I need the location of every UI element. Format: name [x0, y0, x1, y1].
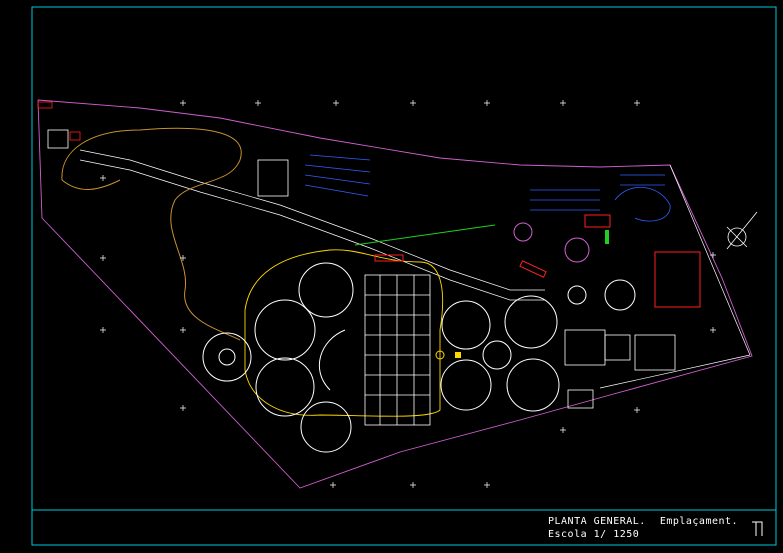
drawing-title: PLANTA GENERAL. Emplaçament.: [548, 516, 738, 527]
clarifier-tanks: [202, 262, 636, 453]
drawing-sheet-icon: [752, 521, 763, 536]
title-text: PLANTA GENERAL.: [548, 516, 646, 527]
service-buildings: [564, 329, 676, 409]
access-road-south: [79, 159, 545, 301]
marker: [519, 260, 547, 278]
pumping-station: [584, 214, 611, 228]
gate-shed: [69, 131, 81, 141]
site-boundary: [37, 99, 753, 489]
drawing-frame: [31, 6, 777, 546]
survey-grid-points: [100, 100, 716, 488]
pretreatment-tank: [513, 222, 533, 242]
green-marker: [605, 230, 609, 244]
guard-house: [257, 159, 289, 197]
parking-bays: [304, 154, 671, 222]
marker: [374, 254, 404, 262]
gate-marker: [37, 101, 53, 109]
drawing-scale: Escola 1/ 1250: [548, 529, 640, 540]
access-road-north: [79, 149, 545, 291]
footpath: [61, 127, 242, 341]
marker: [455, 352, 461, 358]
dimension-line: [354, 224, 496, 246]
reactor-basins: [364, 274, 431, 426]
mixing-tank: [564, 237, 590, 263]
road-edge-bottom: [599, 354, 751, 389]
control-building: [654, 251, 701, 308]
road-edge-right: [669, 164, 751, 356]
north-arrow-icon: [726, 211, 758, 250]
gate-building: [47, 129, 69, 149]
marker: [435, 350, 445, 360]
process-area-perimeter: [244, 249, 444, 417]
subtitle-text: Emplaçament.: [659, 516, 739, 527]
